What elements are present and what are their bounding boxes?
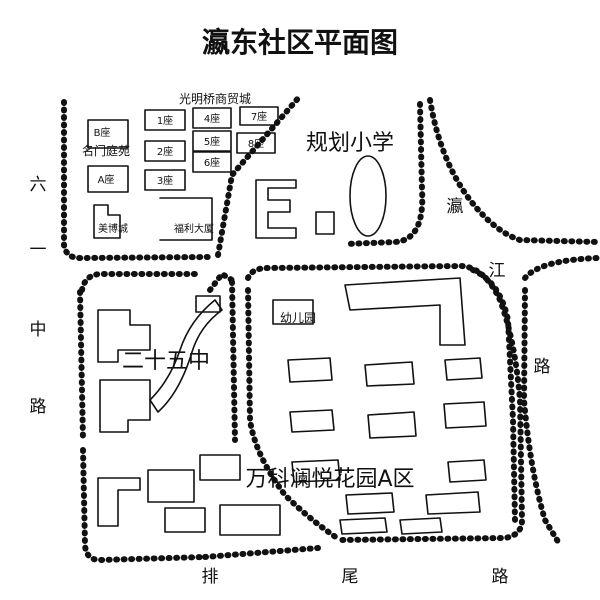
place-labels: 光明桥商贸城 规划小学 幼儿园 二十五中 万科澜悦花园A区 B座 名门庭苑 A座… [82, 91, 415, 492]
block-2: 2座 [157, 145, 173, 158]
block-3: 3座 [157, 174, 173, 187]
sports-track [349, 155, 387, 237]
road-south-char-1: 排 [202, 567, 219, 587]
road-west-char-3: 中 [30, 320, 47, 340]
block-4: 4座 [204, 112, 220, 125]
label-middle-school: 二十五中 [122, 349, 210, 374]
road-east-char-1: 瀛 [447, 196, 464, 217]
label-tower-a: A座 [98, 173, 115, 186]
road-labels: 六 一 中 路 瀛 江 路 排 尾 路 [30, 175, 551, 587]
block-labels: 1座 2座 3座 4座 5座 6座 7座 8座 [157, 110, 267, 187]
block-6: 6座 [204, 156, 220, 169]
buildings [87, 106, 487, 536]
road-east-char-2: 江 [489, 261, 506, 281]
road-south-char-2: 尾 [342, 567, 359, 587]
block-7: 7座 [251, 110, 267, 123]
map-title: 瀛东社区平面图 [202, 26, 398, 59]
road-west-char-1: 六 [30, 175, 47, 195]
label-tower-b: B座 [94, 126, 111, 139]
label-market: 光明桥商贸城 [179, 91, 251, 106]
road-east-char-3: 路 [534, 357, 551, 377]
label-fuli: 福利大厦 [174, 222, 214, 235]
block-5: 5座 [204, 135, 220, 148]
label-meibo: 美博城 [98, 222, 128, 235]
label-mingmen: 名门庭苑 [82, 143, 130, 158]
road-west-char-2: 一 [30, 240, 47, 260]
road-west-char-4: 路 [30, 397, 47, 417]
label-garden: 万科澜悦花园A区 [245, 467, 414, 492]
label-school: 规划小学 [306, 131, 394, 156]
tree-hedges [61, 93, 600, 564]
block-1: 1座 [157, 114, 173, 127]
block-8: 8座 [248, 137, 264, 150]
label-kindergarten: 幼儿园 [280, 311, 316, 325]
road-south-char-3: 路 [492, 567, 509, 587]
